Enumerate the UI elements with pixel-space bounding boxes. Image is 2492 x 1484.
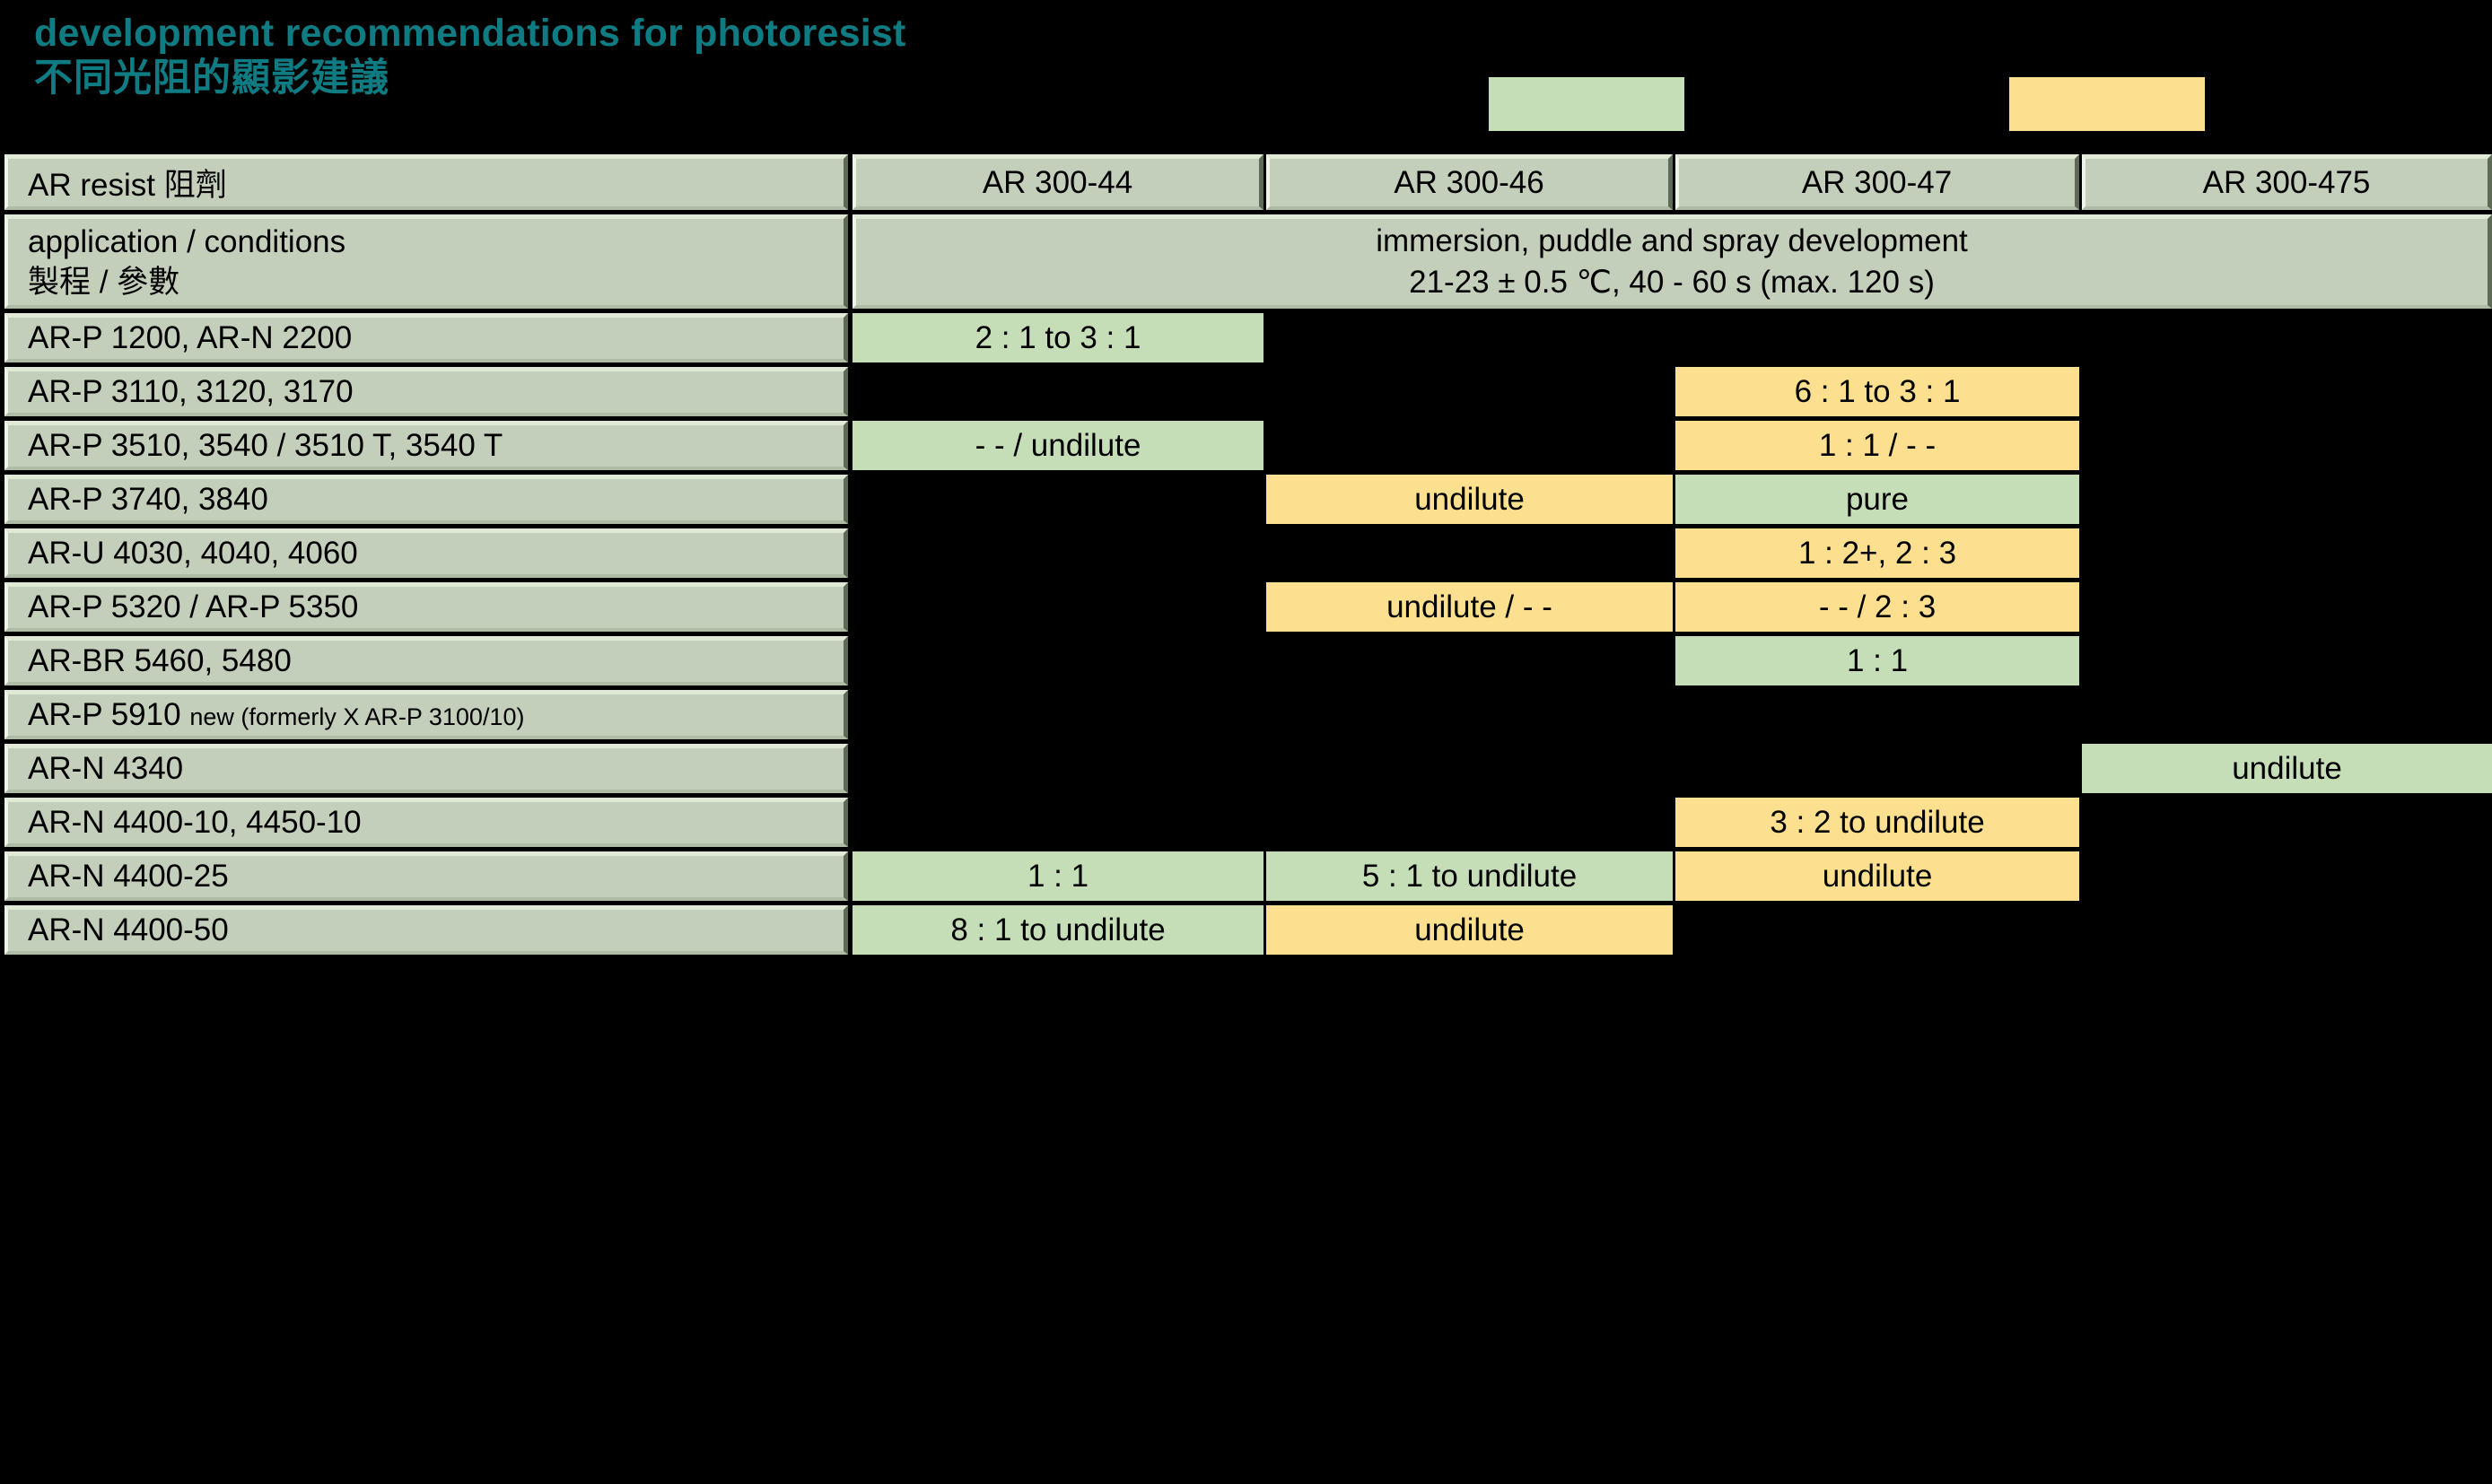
column-header-3: AR 300-47 xyxy=(1675,154,2079,210)
row-label-main: AR-P 3110, 3120, 3170 xyxy=(28,374,354,409)
column-header-label: AR 300-47 xyxy=(1801,164,1953,200)
row-label-cell: AR-P 3110, 3120, 3170 xyxy=(4,367,848,416)
row-label-cell: AR-N 4400-50 xyxy=(4,905,848,955)
row-label-cell: AR-N 4340 xyxy=(4,744,848,793)
row-label-main: AR-P 5910 xyxy=(28,697,190,732)
row-label-cell: AR-P 3510, 3540 / 3510 T, 3540 T xyxy=(4,421,848,470)
table-row: AR-BR 5460, 5480 1 : 1 xyxy=(4,636,2492,685)
row-label-main: AR-N 4400-50 xyxy=(28,912,229,947)
row-label: AR-P 5910 new (formerly X AR-P 3100/10) xyxy=(28,697,524,733)
row-label-cell: AR-P 5910 new (formerly X AR-P 3100/10) xyxy=(4,690,848,739)
conditions-label-zh: 製程 / 參數 xyxy=(28,265,180,300)
header-row-label: AR resist 阻劑 xyxy=(28,168,227,203)
row-label: AR-P 1200, AR-N 2200 xyxy=(28,320,352,356)
table-row: AR-P 3510, 3540 / 3510 T, 3540 T - - / un… xyxy=(4,421,2492,470)
table-row: AR-N 4400-10, 4450-10 3 : 2 to undilute xyxy=(4,798,2492,847)
table-row: AR-P 5910 new (formerly X AR-P 3100/10) xyxy=(4,690,2492,739)
data-cell: 8 : 1 to undilute xyxy=(853,905,1263,955)
row-label-cell: AR-BR 5460, 5480 xyxy=(4,636,848,685)
data-cell: 6 : 1 to 3 : 1 xyxy=(1675,367,2079,416)
data-cell: undilute xyxy=(1266,905,1673,955)
table-row: AR-P 1200, AR-N 2200 2 : 1 to 3 : 1 xyxy=(4,313,2492,362)
row-label-main: AR-U 4030, 4040, 4060 xyxy=(28,536,358,571)
table-row: AR-P 5320 / AR-P 5350 undilute / - -- - /… xyxy=(4,582,2492,632)
row-label-cell: AR-N 4400-10, 4450-10 xyxy=(4,798,848,847)
page-title-zh: 不同光阻的顯影建議 xyxy=(34,57,389,100)
data-cell: undilute xyxy=(2082,744,2492,793)
row-label-main: AR-P 3510, 3540 / 3510 T, 3540 T xyxy=(28,428,503,463)
data-cell: - - / 2 : 3 xyxy=(1675,582,2079,632)
conditions-line-1: immersion, puddle and spray development xyxy=(1376,223,1968,258)
conditions-value-cell: immersion, puddle and spray development 2… xyxy=(853,214,2492,309)
data-cell: 2 : 1 to 3 : 1 xyxy=(853,313,1263,362)
row-label: AR-P 3510, 3540 / 3510 T, 3540 T xyxy=(28,428,503,464)
row-label: AR-BR 5460, 5480 xyxy=(28,643,292,679)
row-label-cell: AR-N 4400-25 xyxy=(4,851,848,901)
column-header-4: AR 300-475 xyxy=(2082,154,2492,210)
data-cell: 5 : 1 to undilute xyxy=(1266,851,1673,901)
data-cell: undilute xyxy=(1675,851,2079,901)
data-cell: undilute / - - xyxy=(1266,582,1673,632)
row-label: AR-U 4030, 4040, 4060 xyxy=(28,536,358,572)
page-title: development recommendations for photores… xyxy=(34,13,905,100)
row-label-main: AR-N 4340 xyxy=(28,751,184,786)
row-label-cell: AR-P 5320 / AR-P 5350 xyxy=(4,582,848,632)
row-label-main: AR-P 3740, 3840 xyxy=(28,482,268,517)
row-label-main: AR-P 1200, AR-N 2200 xyxy=(28,320,353,355)
row-label: AR-N 4400-10, 4450-10 xyxy=(28,805,362,841)
row-label-main: AR-BR 5460, 5480 xyxy=(28,643,292,678)
row-label-main: AR-P 5320 / AR-P 5350 xyxy=(28,589,359,624)
table-row: AR-N 4340 undilute xyxy=(4,744,2492,793)
data-cell: 3 : 2 to undilute xyxy=(1675,798,2079,847)
table-row: AR-U 4030, 4040, 4060 1 : 2+, 2 : 3 xyxy=(4,528,2492,578)
row-label-note: new (formerly X AR-P 3100/10) xyxy=(189,703,525,730)
conditions-row-label: application / conditions 製程 / 參數 xyxy=(28,222,345,303)
row-label-main: AR-N 4400-25 xyxy=(28,859,229,894)
conditions-row: application / conditions 製程 / 參數 immersion… xyxy=(4,214,2492,309)
data-cell: 1 : 2+, 2 : 3 xyxy=(1675,528,2079,578)
conditions-line-2: 21-23 ± 0.5 ℃, 40 - 60 s (max. 120 s) xyxy=(1409,265,1935,300)
column-header-1: AR 300-44 xyxy=(853,154,1263,210)
row-label: AR-P 3740, 3840 xyxy=(28,482,268,518)
data-cell: 1 : 1 / - - xyxy=(1675,421,2079,470)
row-label: AR-N 4340 xyxy=(28,751,183,787)
conditions-value: immersion, puddle and spray development 2… xyxy=(1376,221,1968,303)
conditions-label-en: application / conditions xyxy=(28,223,346,259)
data-cell: undilute xyxy=(1266,475,1673,524)
column-header-label: AR 300-46 xyxy=(1394,164,1544,200)
column-header-label: AR 300-475 xyxy=(2202,164,2371,200)
column-header-2: AR 300-46 xyxy=(1266,154,1673,210)
table-header-row: AR resist 阻劑 AR 300-44 AR 300-46 AR 300-47 A… xyxy=(4,154,2492,210)
row-label-cell: AR-U 4030, 4040, 4060 xyxy=(4,528,848,578)
row-label-cell: AR-P 1200, AR-N 2200 xyxy=(4,313,848,362)
column-header-label: AR 300-44 xyxy=(982,164,1133,200)
row-label: AR-N 4400-25 xyxy=(28,859,229,895)
row-label-cell: AR-P 3740, 3840 xyxy=(4,475,848,524)
data-cell: 1 : 1 xyxy=(1675,636,2079,685)
legend-swatch-green xyxy=(1489,77,1684,131)
page-title-en: development recommendations for photores… xyxy=(34,12,906,55)
legend-swatch-yellow xyxy=(2009,77,2205,131)
row-label-main: AR-N 4400-10, 4450-10 xyxy=(28,805,362,840)
header-row-label-cell: AR resist 阻劑 xyxy=(4,154,848,210)
data-cell: pure xyxy=(1675,475,2079,524)
table-row: AR-P 3110, 3120, 3170 6 : 1 to 3 : 1 xyxy=(4,367,2492,416)
data-cell: 1 : 1 xyxy=(853,851,1263,901)
row-label: AR-N 4400-50 xyxy=(28,912,229,948)
row-label: AR-P 5320 / AR-P 5350 xyxy=(28,589,358,625)
conditions-row-label-cell: application / conditions 製程 / 參數 xyxy=(4,214,848,309)
row-label: AR-P 3110, 3120, 3170 xyxy=(28,374,354,410)
data-cell: - - / undilute xyxy=(853,421,1263,470)
